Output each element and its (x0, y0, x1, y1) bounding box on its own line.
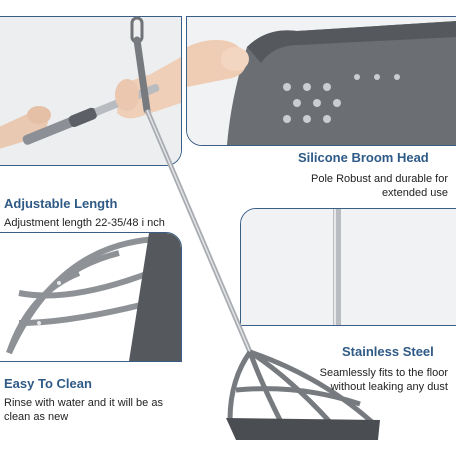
clean-heading: Easy To Clean (4, 376, 92, 391)
silicone-heading: Silicone Broom Head (298, 150, 429, 165)
adjustable-description: Adjustment length 22-35/48 i nch (4, 217, 165, 229)
clean-line1: Rinse with water and it will be as (4, 397, 163, 409)
steel-pole-illustration (241, 209, 456, 325)
silicone-description: Pole Robust and durable for extended use (311, 172, 448, 200)
steel-heading: Stainless Steel (342, 344, 434, 359)
clean-description: Rinse with water and it will be as clean… (4, 396, 163, 424)
silicone-line1: Pole Robust and durable for (311, 173, 448, 185)
rinse-illustration (0, 233, 181, 361)
silicone-head-illustration (187, 17, 456, 145)
steel-description: Seamlessly fits to the floor without lea… (320, 366, 448, 394)
stainless-steel-photo (240, 208, 456, 326)
steel-line2: without leaking any dust (330, 381, 448, 393)
clean-line2: clean as new (4, 411, 69, 423)
silicone-head-photo (186, 16, 456, 146)
silicone-line2: extended use (381, 187, 448, 199)
steel-line1: Seamlessly fits to the floor (319, 367, 448, 379)
easy-clean-photo (0, 232, 182, 362)
adjustable-heading: Adjustable Length (4, 196, 118, 211)
